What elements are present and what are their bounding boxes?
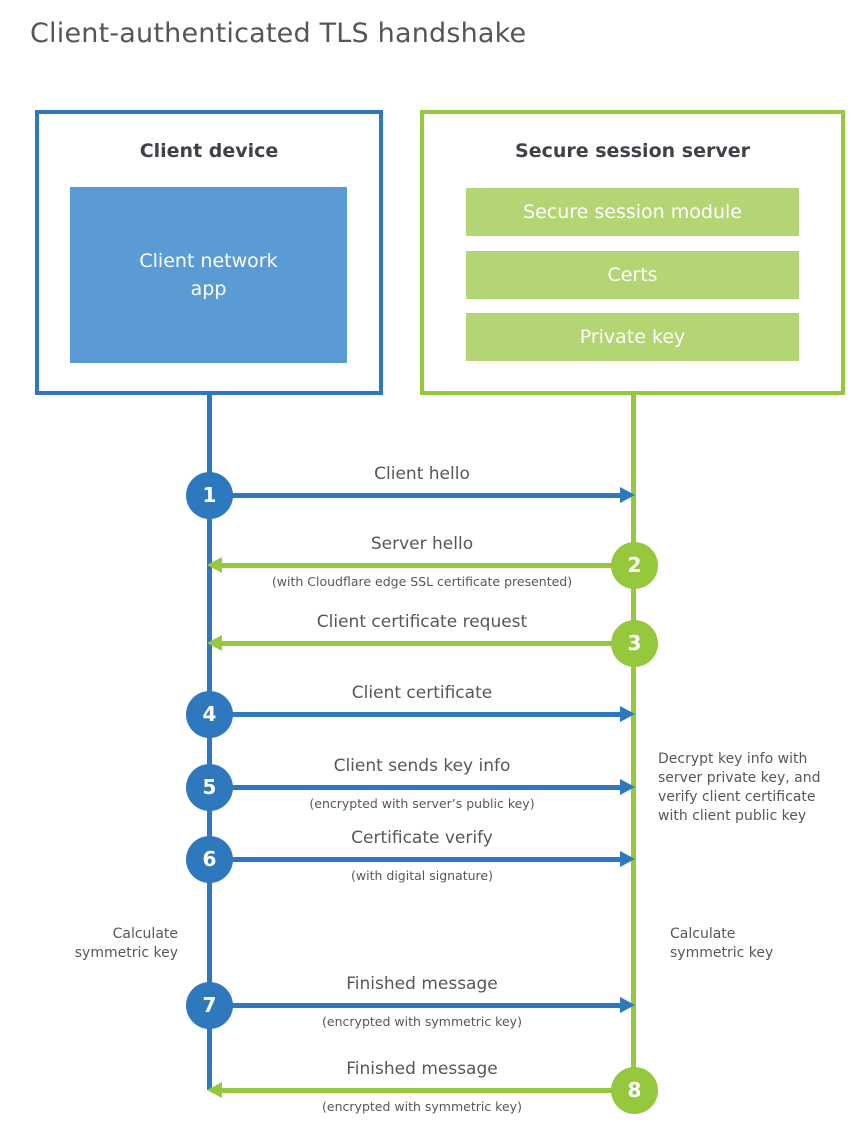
message-label: Client certificate [351,683,493,703]
decrypt-note: Decrypt key info with server private key… [658,751,821,824]
message-label: Finished message [346,1059,498,1079]
arrow-left-icon [207,635,222,651]
secure-session-server-box: Secure session server Secure session mod… [420,110,845,395]
arrow-right-icon [620,997,635,1013]
client-network-app-label: Client network app [139,249,278,301]
arrow-left-icon [207,557,222,573]
arrow-right-icon [620,487,635,503]
step-circle: 2 [611,541,658,589]
step-circle: 8 [611,1066,658,1114]
step-circle: 3 [611,619,658,667]
arrow-shaft [222,640,634,646]
arrow-shaft [209,784,621,790]
step-circle: 7 [186,981,233,1029]
client-network-app-box: Client network app [70,187,347,363]
message-sublabel: (with Cloudflare edge SSL certificate pr… [271,574,573,589]
server-lifeline [631,393,636,1090]
message-label: Client certificate request [316,612,528,632]
message-label: Client hello [374,464,470,484]
arrow-shaft [222,1087,634,1093]
arrow-right-icon [620,706,635,722]
arrow-left-icon [207,1082,222,1098]
page-title: Client-authenticated TLS handshake [30,18,527,49]
message-label: Client sends key info [333,756,511,776]
message-label: Server hello [370,534,474,554]
arrow-shaft [222,562,634,568]
secure-session-server-title: Secure session server [515,140,750,162]
client-device-box: Client device Client network app [35,110,383,395]
message-sublabel: (encrypted with symmetric key) [322,1099,522,1114]
message-sublabel: (with digital signature) [351,868,493,883]
step-circle: 1 [186,471,233,519]
secure-session-module-bar: Secure session module [466,188,799,236]
message-sublabel: (encrypted with server’s public key) [309,796,535,811]
step-circle: 5 [186,763,233,811]
arrow-shaft [209,711,621,717]
client-lifeline [207,393,212,1090]
calculate-symmetric-key-right: Calculate symmetric key [670,926,774,961]
step-circle: 6 [186,835,233,883]
arrow-right-icon [620,779,635,795]
client-device-title: Client device [139,140,279,162]
message-label: Finished message [346,974,498,994]
calculate-symmetric-key-left: Calculate symmetric key [74,926,178,961]
message-sublabel: (encrypted with symmetric key) [322,1014,522,1029]
arrow-right-icon [620,851,635,867]
arrow-shaft [209,492,621,498]
private-key-bar: Private key [466,313,799,361]
arrow-shaft [209,1002,621,1008]
message-label: Certificate verify [351,828,493,848]
arrow-shaft [209,856,621,862]
certs-bar: Certs [466,251,799,299]
step-circle: 4 [186,690,233,738]
